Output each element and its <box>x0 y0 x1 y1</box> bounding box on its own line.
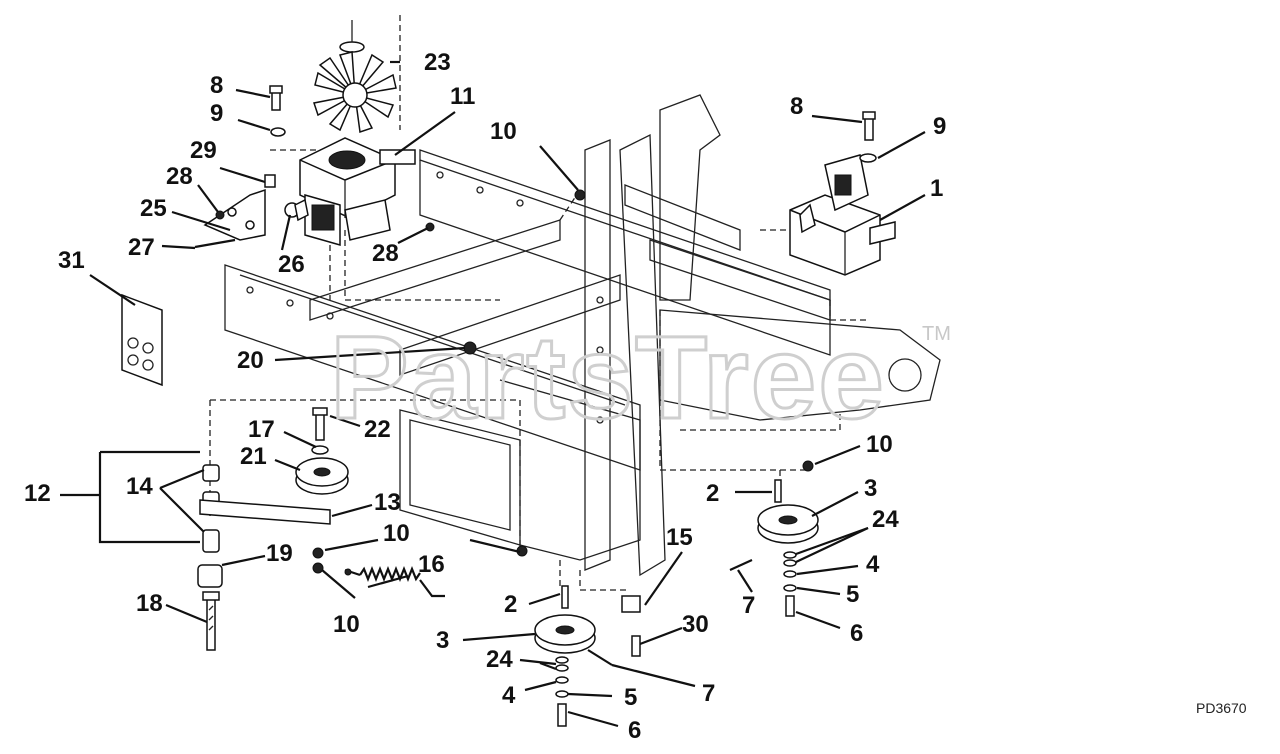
callout-label: 9 <box>210 100 223 127</box>
watermark-text: PartsTree <box>330 312 886 444</box>
callout-label: 14 <box>126 473 153 500</box>
chassis-frame <box>224 94 941 577</box>
hardware-nuts <box>312 189 814 574</box>
callout-label: 13 <box>374 489 401 516</box>
callout-label: 24 <box>486 646 513 673</box>
callout-label: 10 <box>333 611 360 638</box>
callout-label: 15 <box>666 524 693 551</box>
callout-label: 18 <box>136 590 163 617</box>
callout-label: 2 <box>706 480 719 507</box>
callout-label: 28 <box>166 163 193 190</box>
callout-labels: 23 8 11 9 29 28 25 27 26 28 31 10 8 9 1 … <box>24 49 946 744</box>
callout-label: 4 <box>502 682 516 709</box>
callout-label: 11 <box>450 83 475 110</box>
leader-lines <box>60 60 926 728</box>
callout-label: 4 <box>866 551 880 578</box>
cooling-fan <box>313 20 397 133</box>
idler-pulley <box>295 407 349 495</box>
decal <box>121 293 163 387</box>
callout-label: 5 <box>846 581 859 608</box>
right-pump-assembly <box>789 111 896 276</box>
callout-label: 30 <box>682 611 709 638</box>
callout-label: 26 <box>278 251 305 278</box>
callout-label: 10 <box>866 431 893 458</box>
callout-label: 28 <box>372 240 399 267</box>
callout-label: 27 <box>128 234 155 261</box>
callout-label: 12 <box>24 480 51 507</box>
diagram-id: PD3670 <box>1196 700 1247 716</box>
left-pump-assembly <box>299 137 416 246</box>
watermark: PartsTree TM <box>329 311 951 446</box>
callout-label: 22 <box>364 416 391 443</box>
callout-label: 19 <box>266 540 293 567</box>
callout-label: 20 <box>237 347 264 374</box>
callout-label: 2 <box>504 591 517 618</box>
right-pulley <box>729 479 819 617</box>
callout-label: 31 <box>58 247 85 274</box>
lower-pulley-center <box>534 585 641 727</box>
callout-label: 7 <box>742 592 755 619</box>
callout-label: 10 <box>383 520 410 547</box>
callout-label: 1 <box>930 175 943 202</box>
callout-label: 10 <box>490 118 517 145</box>
callout-label: 6 <box>628 717 641 744</box>
callout-label: 16 <box>418 551 445 578</box>
mount-bracket <box>194 174 309 249</box>
callout-label: 5 <box>624 684 637 711</box>
callout-label: 9 <box>933 113 946 140</box>
bolt-washer-left <box>269 85 286 137</box>
callout-label: 21 <box>240 443 267 470</box>
callout-label: 8 <box>790 93 803 120</box>
callout-label: 3 <box>436 627 449 654</box>
callout-label: 24 <box>872 506 899 533</box>
callout-label: 23 <box>424 49 451 76</box>
callout-label: 7 <box>702 680 715 707</box>
callout-label: 29 <box>190 137 217 164</box>
callout-label: 8 <box>210 72 223 99</box>
watermark-tm: TM <box>922 323 951 345</box>
tension-spring <box>344 566 445 598</box>
callout-label: 3 <box>864 475 877 502</box>
callout-label: 6 <box>850 620 863 647</box>
idler-arm-assembly <box>197 464 331 651</box>
callout-label: 25 <box>140 195 167 222</box>
callout-label: 17 <box>248 416 275 443</box>
